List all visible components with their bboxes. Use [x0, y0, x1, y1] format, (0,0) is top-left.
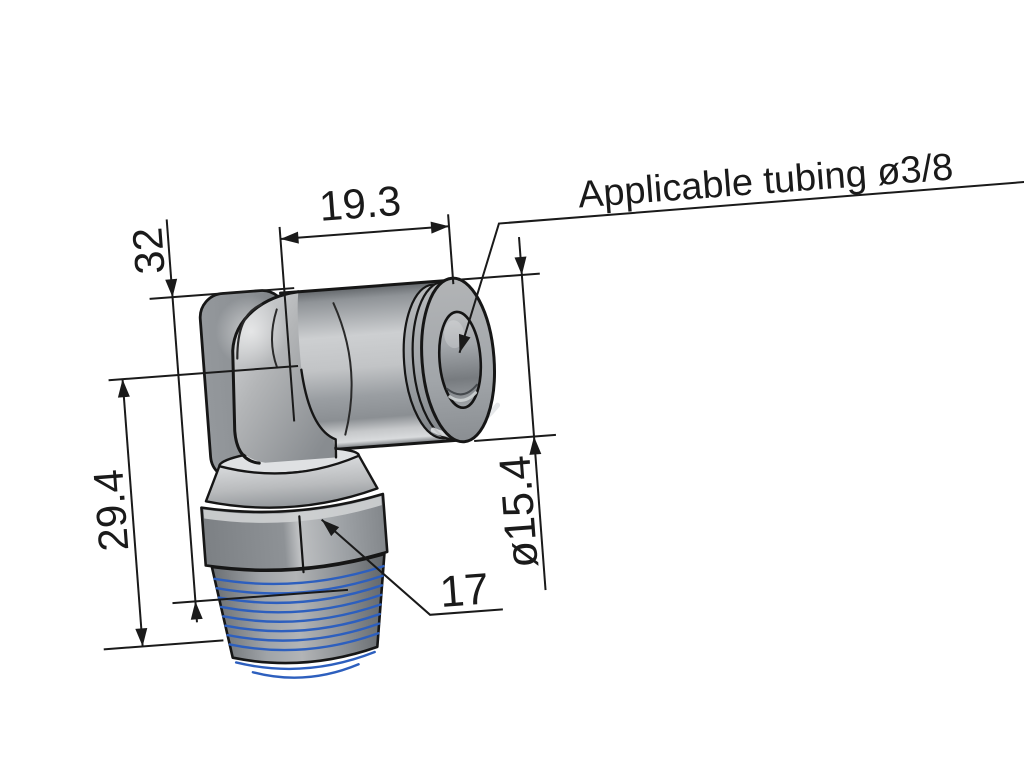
dim-15-4-line [518, 236, 547, 591]
thread-line [226, 622, 381, 642]
tube-bore-opening [437, 310, 483, 410]
elbow-outer-contour [231, 290, 300, 465]
arrowhead [529, 436, 542, 455]
arrowhead [514, 256, 527, 275]
skirt-collar [204, 454, 379, 509]
thread-line [219, 593, 383, 614]
thread-line [213, 564, 385, 586]
bore-top-highlight [444, 320, 465, 349]
dim-32-label: 32 [123, 226, 173, 276]
dim-29-4-ext-top [108, 364, 299, 382]
bore-chamfer-line [446, 383, 478, 396]
arrowhead [280, 231, 299, 244]
tubing-leader-line [458, 180, 1024, 354]
dimension-labels: 19.3 32 29.4 ø15.4 17 Applicable tubing … [84, 146, 954, 617]
dim-19-3-line [280, 225, 450, 240]
dim-29-4-label: 29.4 [84, 468, 137, 553]
tube-end-arc [332, 302, 353, 436]
dim-19-3-ext-left [278, 226, 296, 422]
arrowhead [117, 379, 130, 398]
arrowhead [190, 601, 203, 620]
arrowhead [321, 519, 340, 537]
applicable-tubing-label: Applicable tubing ø3/8 [576, 146, 954, 216]
hex-chamfer-highlight [203, 496, 382, 523]
elbow-right-contour [300, 368, 338, 459]
arrowhead [135, 628, 148, 647]
dim-29-4-ext-bottom [103, 639, 224, 651]
dimension-arrowheads [117, 221, 542, 647]
bore-bottom-highlight [448, 391, 478, 402]
dim-32-ext-top [149, 287, 295, 300]
dim-15-4-ext-bottom [474, 433, 557, 442]
elbow-inner-contour [236, 303, 263, 360]
dim-29-4-line [121, 379, 144, 647]
thread-end-line [234, 650, 376, 671]
arrowhead [458, 333, 471, 353]
thread-line [222, 603, 382, 623]
hex-corner-edge [298, 515, 305, 574]
dim-15-4-ext-top [457, 272, 540, 281]
tilted-drawing-group: 19.3 32 29.4 ø15.4 17 Applicable tubing … [84, 146, 1024, 679]
elbow-face-contour [270, 308, 279, 369]
thread-end-line [251, 663, 360, 679]
elbow-fitting-render [198, 276, 501, 679]
dim-17-label: 17 [438, 564, 490, 617]
arrowhead [430, 221, 449, 234]
hex-leader-line [320, 518, 503, 616]
dim-15-4-label: ø15.4 [490, 454, 547, 570]
dim-19-3-ext-right [447, 214, 455, 285]
thread-line [228, 632, 380, 652]
dim-19-3-label: 19.3 [318, 177, 403, 230]
thread-line [224, 612, 381, 633]
dim-32-ext-bottom [172, 588, 349, 605]
thread-line [217, 584, 384, 605]
arrowhead [165, 278, 178, 298]
thread-helix-lines [213, 564, 385, 679]
